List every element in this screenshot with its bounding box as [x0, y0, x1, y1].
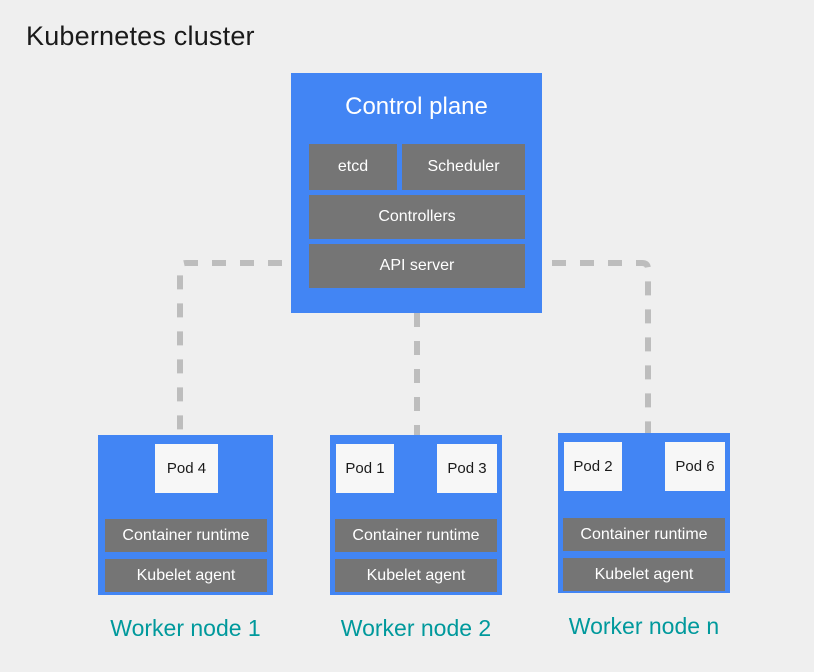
pod-box[interactable]: Pod 4: [155, 444, 218, 493]
worker-node-n-container-runtime[interactable]: Container runtime: [563, 518, 725, 551]
pod-box[interactable]: Pod 1: [336, 444, 394, 493]
worker-node-2-caption: Worker node 2: [340, 615, 492, 641]
worker-node-1-kubelet-agent[interactable]: Kubelet agent: [105, 559, 267, 592]
worker-node-2-kubelet-agent[interactable]: Kubelet agent: [335, 559, 497, 592]
worker-node-n-caption: Worker node n: [568, 613, 720, 639]
control-plane-component-scheduler[interactable]: Scheduler: [402, 144, 525, 190]
pod-box[interactable]: Pod 3: [437, 444, 497, 493]
control-plane-title: Control plane: [345, 93, 488, 120]
control-plane-component-api-server[interactable]: API server: [309, 244, 525, 288]
worker-node-1-caption: Worker node 1: [110, 615, 261, 641]
control-plane-component-etcd[interactable]: etcd: [309, 144, 397, 190]
worker-node-1-container-runtime[interactable]: Container runtime: [105, 519, 267, 552]
worker-node-n-kubelet-agent[interactable]: Kubelet agent: [563, 558, 725, 591]
page-title: Kubernetes cluster: [26, 21, 255, 51]
control-plane-component-controllers[interactable]: Controllers: [309, 195, 525, 239]
connector-right: [524, 260, 651, 433]
pod-box[interactable]: Pod 2: [564, 442, 622, 491]
pod-box[interactable]: Pod 6: [665, 442, 725, 491]
worker-node-2-container-runtime[interactable]: Container runtime: [335, 519, 497, 552]
